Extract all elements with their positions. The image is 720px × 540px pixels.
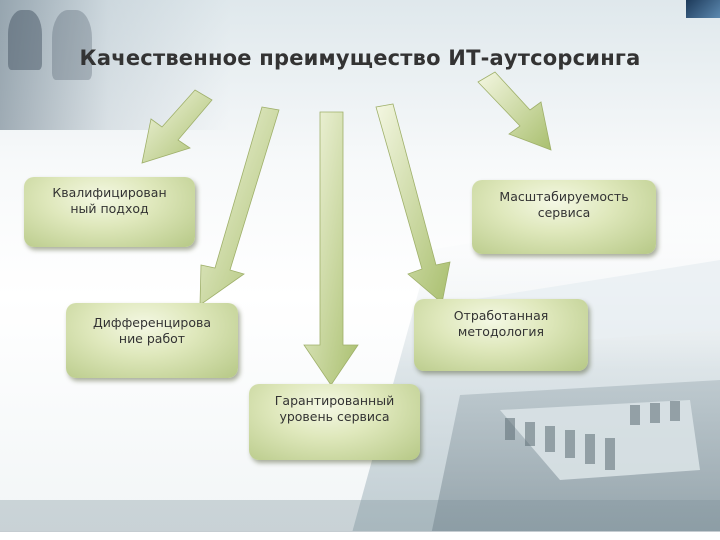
footer-bar (0, 531, 720, 540)
arrow-to-service-level (303, 111, 359, 386)
node-label: Квалифицирован ный подход (52, 185, 167, 216)
node-label: Гарантированный уровень сервиса (274, 393, 395, 424)
corner-accent (686, 0, 720, 18)
header-photo (0, 0, 720, 130)
slide-title: Качественное преимущество ИТ-аутсорсинга (79, 46, 641, 70)
node-service-level: Гарантированный уровень сервиса (249, 384, 420, 460)
node-label: Масштабируемость сервиса (499, 189, 629, 220)
arrow-to-differentiation (199, 106, 280, 306)
node-scalability: Масштабируемость сервиса (472, 180, 656, 254)
node-label: Отработанная методология (453, 308, 549, 339)
node-label: Дифференцирова ние работ (93, 315, 211, 346)
node-methodology: Отработанная методология (414, 299, 588, 371)
arrow-to-scalability (477, 71, 552, 151)
header-person (52, 10, 92, 80)
node-qualified-approach: Квалифицирован ный подход (24, 177, 195, 247)
arrow-to-qualified (141, 89, 213, 164)
node-differentiation: Дифференцирова ние работ (66, 303, 238, 378)
arrow-to-methodology (375, 103, 451, 304)
header-person (8, 10, 42, 70)
